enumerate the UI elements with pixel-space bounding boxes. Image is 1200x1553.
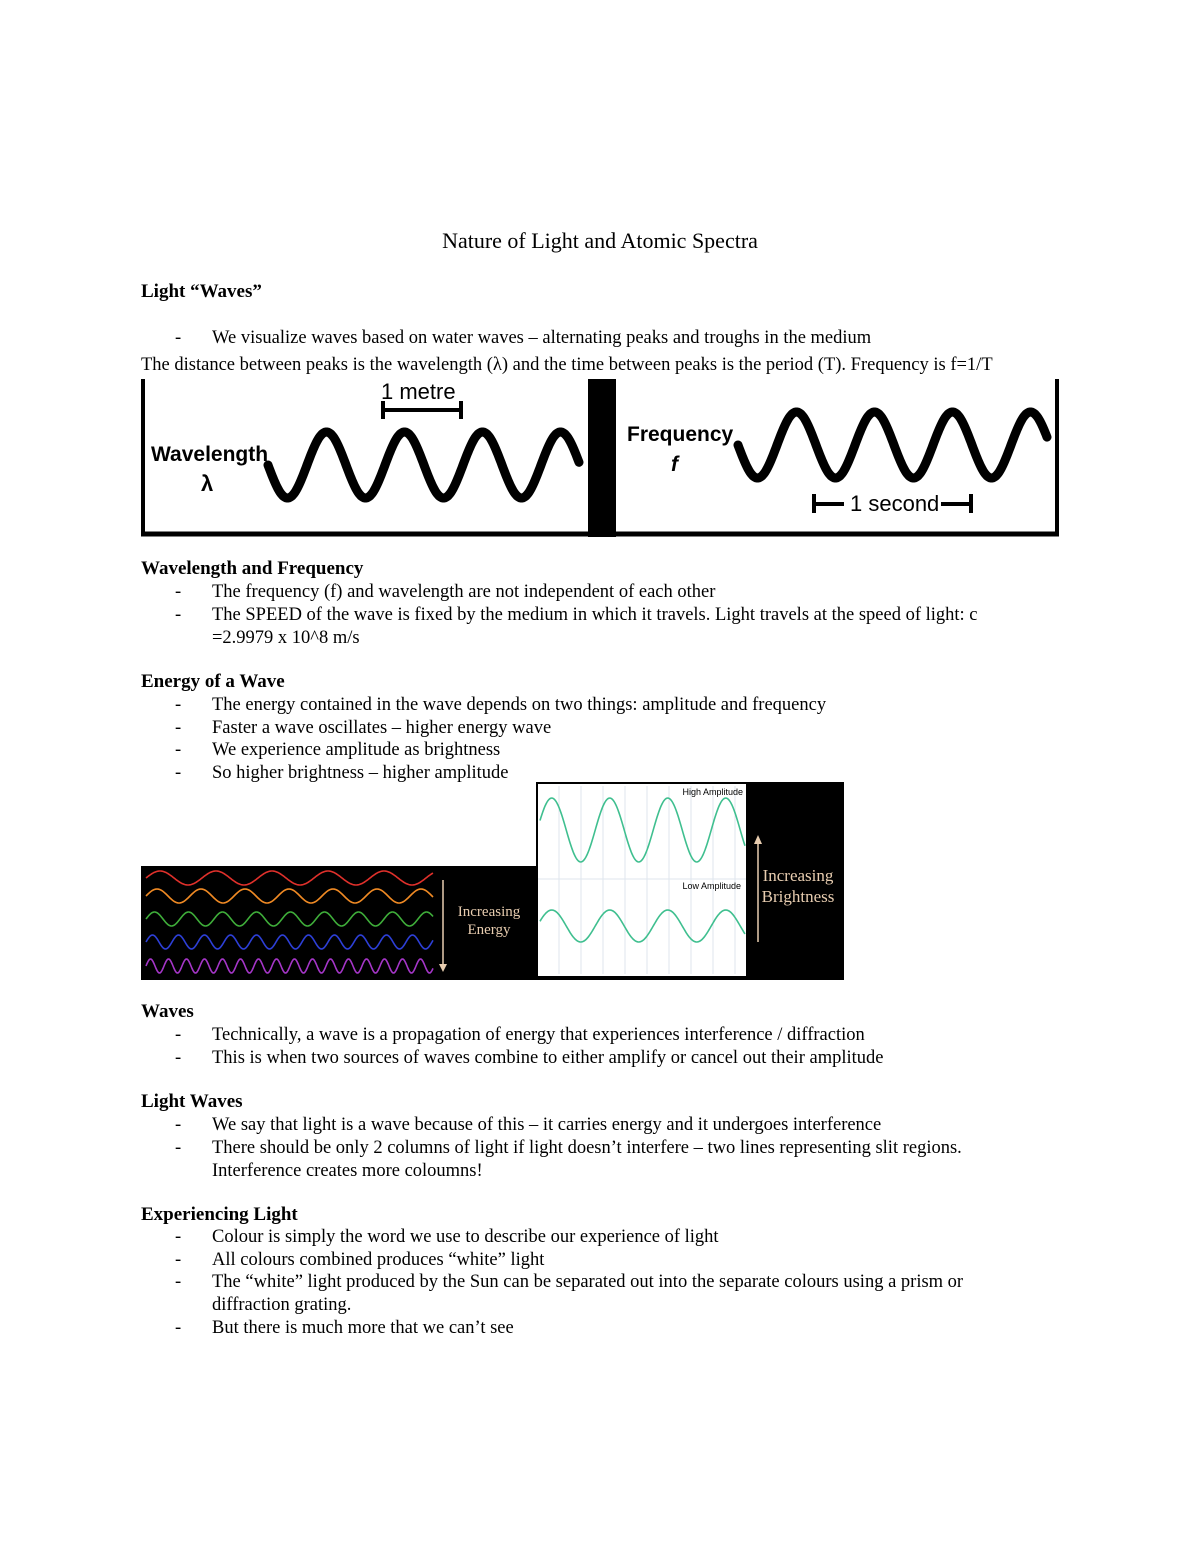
f-symbol: f: [671, 453, 680, 476]
energy-brightness-figure: Increasing Energy High Amplitude Low Amp…: [141, 782, 844, 980]
energy-waves: [145, 870, 434, 974]
bullet-text: Technically, a wave is a propagation of …: [212, 1025, 865, 1045]
wavelength-frequency-figure: 1 metre Wavelength λ Frequency f 1 secon…: [141, 379, 1059, 537]
bullet-text: There should be only 2 columns of light …: [212, 1138, 962, 1181]
bullet-text: This is when two sources of waves combin…: [212, 1048, 884, 1068]
bullet-dash: -: [175, 740, 182, 760]
increasing-brightness-line2: Brightness: [762, 887, 835, 906]
heading-wavelength-frequency: Wavelength and Frequency: [141, 558, 364, 579]
wavelength-definition: The distance between peaks is the wavele…: [141, 355, 993, 375]
second-label: 1 second: [850, 491, 939, 516]
frequency-label: Frequency: [627, 423, 734, 446]
wavelength-wave: [263, 427, 584, 503]
bullet-text: All colours combined produces “white” li…: [212, 1250, 545, 1270]
high-amplitude-wave: [539, 797, 746, 863]
bullet-text: The frequency (f) and wavelength are not…: [212, 582, 716, 602]
bullet-dash: -: [175, 605, 182, 625]
heading-waves: Waves: [141, 1001, 194, 1022]
bullet-item: - There should be only 2 columns of ligh…: [175, 1137, 1035, 1182]
bullet-text: Colour is simply the word we use to desc…: [212, 1227, 719, 1247]
bullet-item: - This is when two sources of waves comb…: [175, 1047, 1035, 1070]
bullet-dash: -: [175, 718, 182, 738]
heading-energy-of-a-wave: Energy of a Wave: [141, 671, 285, 692]
frequency-wave: [733, 407, 1052, 483]
bullet-dash: -: [175, 1250, 182, 1270]
bullet-dash: -: [175, 1138, 182, 1158]
bullet-item: - Colour is simply the word we use to de…: [175, 1226, 1035, 1249]
bullet-item: - We say that light is a wave because of…: [175, 1114, 1035, 1137]
bullet-dash: -: [175, 1318, 182, 1338]
energy-wave: [145, 870, 434, 886]
bullet-dash: -: [175, 1048, 182, 1068]
energy-wave: [145, 958, 434, 974]
bullet-item: - We experience amplitude as brightness: [175, 739, 1035, 762]
heading-experiencing-light: Experiencing Light: [141, 1204, 298, 1225]
energy-wave: [145, 888, 434, 904]
bullet-text: We say that light is a wave because of t…: [212, 1115, 882, 1135]
bullet-dash: -: [175, 582, 182, 602]
lambda-symbol: λ: [201, 471, 213, 496]
low-amplitude-wave: [539, 909, 746, 943]
bullet-item: - The “white” light produced by the Sun …: [175, 1271, 1035, 1316]
bullet-item: - We visualize waves based on water wave…: [175, 327, 1035, 350]
bullet-item: - All colours combined produces “white” …: [175, 1249, 1035, 1272]
energy-wave: [145, 911, 434, 927]
bullet-dash: -: [175, 763, 182, 783]
bullet-text: But there is much more that we can’t see: [212, 1318, 514, 1338]
bullet-item: - The SPEED of the wave is fixed by the …: [175, 604, 1035, 649]
bullet-text: Faster a wave oscillates – higher energy…: [212, 718, 552, 738]
bullet-item: - The energy contained in the wave depen…: [175, 694, 1035, 717]
bullet-dash: -: [175, 695, 182, 715]
bullet-dash: -: [175, 1115, 182, 1135]
bullet-dash: -: [175, 1227, 182, 1247]
bullet-text: We experience amplitude as brightness: [212, 740, 501, 760]
bullet-text: The “white” light produced by the Sun ca…: [212, 1272, 964, 1315]
bullet-item: - So higher brightness – higher amplitud…: [175, 762, 1035, 785]
increasing-brightness-line1: Increasing: [763, 866, 834, 885]
heading-light-waves-2: Light Waves: [141, 1091, 243, 1112]
metre-label: 1 metre: [381, 379, 456, 404]
bullet-text: So higher brightness – higher amplitude: [212, 763, 509, 783]
bullet-text: The energy contained in the wave depends…: [212, 695, 827, 715]
page-title: Nature of Light and Atomic Spectra: [442, 228, 758, 253]
bullet-dash: -: [175, 328, 182, 348]
bullet-dash: -: [175, 1272, 182, 1292]
bullet-item: - Technically, a wave is a propagation o…: [175, 1024, 1035, 1047]
high-amplitude-label: High Amplitude: [682, 787, 743, 797]
wavelength-label: Wavelength: [151, 443, 268, 466]
bullet-dash: -: [175, 1025, 182, 1045]
bullet-item: - But there is much more that we can’t s…: [175, 1317, 1035, 1340]
bullet-text: We visualize waves based on water waves …: [212, 328, 872, 348]
increasing-energy-line2: Energy: [467, 922, 511, 938]
low-amplitude-label: Low Amplitude: [682, 881, 741, 891]
increasing-energy-line1: Increasing: [458, 904, 521, 920]
bullet-text: The SPEED of the wave is fixed by the me…: [212, 605, 978, 648]
heading-light-waves: Light “Waves”: [141, 281, 262, 302]
bullet-item: - Faster a wave oscillates – higher ener…: [175, 717, 1035, 740]
bullet-item: - The frequency (f) and wavelength are n…: [175, 581, 1035, 604]
energy-wave: [145, 934, 434, 950]
